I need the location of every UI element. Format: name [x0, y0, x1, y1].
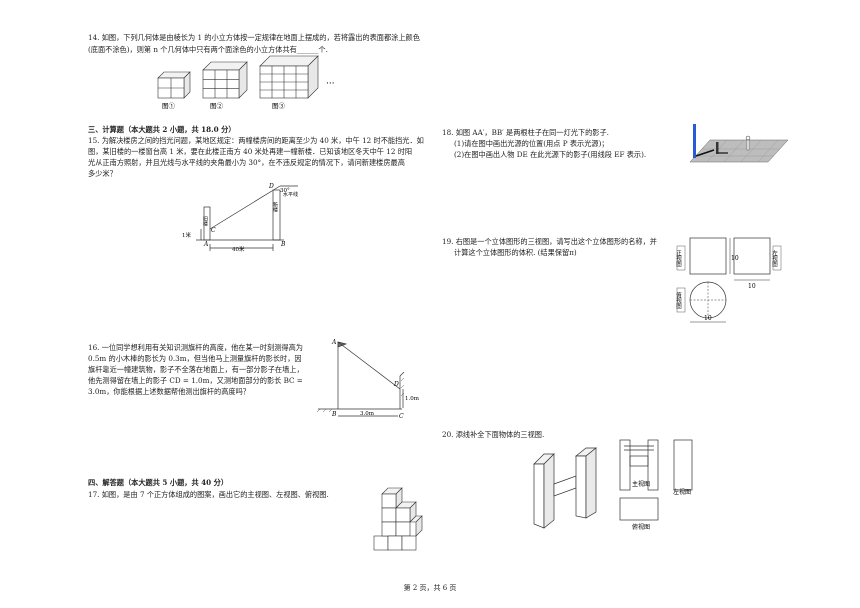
q14-figure: 图① 图② 图③ ··· [157, 55, 335, 110]
q15-figure: 旧楼 新楼 水平线 30° 40米 1米 A B C D [182, 183, 298, 253]
q15-point-c: C [211, 227, 216, 234]
q18-line3: (2)在图中画出人物 DE 在此光源下的影子(用线段 EF 表示). [454, 150, 647, 159]
q15-point-b: B [280, 241, 286, 248]
q16-figure: A B C D 1.0m 3.0m [316, 339, 420, 420]
q20-figure: 主视图 左视图 俯视图 [533, 439, 693, 531]
q16-point-b: B [331, 411, 337, 418]
section-4-title: 四、解答题（本大题共 5 小题，共 40 分） [88, 478, 229, 487]
q16-line3: 旗杆靠近一幢建筑物，影子不全落在地面上，有一部分影子在墙上， [88, 365, 304, 374]
q15-point-a: A [203, 241, 209, 248]
q16-line4: 他先测得留在墙上的影子 CD = 1.0m，又测地面部分的影长 BC = [88, 376, 303, 385]
q16-line5: 3.0m，你能根据上述数据帮他测出旗杆的高度吗？ [88, 387, 250, 396]
q19-front-view-label: 正视图 [675, 250, 682, 268]
q15-line2: 图，某旧楼的一楼窗台高 1 米，要在此楼正南方 40 米处再建一幢新楼．已知该地… [88, 147, 413, 156]
q15-angle: 30° [280, 188, 290, 194]
q16-point-c: C [399, 413, 404, 420]
q16-cd-length: 1.0m [405, 396, 420, 402]
q14-label-1: 图① [162, 102, 176, 110]
q19-dim-height: 10 [731, 255, 739, 262]
q17-figure [373, 487, 423, 551]
q15-new-building: 新楼 [272, 201, 278, 213]
q16-bc-length: 3.0m [360, 411, 375, 417]
q16-line1: 16. 一位同学想利用有关知识测旗杆的高度，他在某一时刻测得高为 [88, 343, 303, 352]
q14-label-2: 图② [210, 102, 224, 110]
q19-dim-side: 10 [748, 283, 756, 290]
q19-line2: 计算这个立体图形的体积. (结果保留π) [454, 248, 577, 257]
q15-old-building: 旧楼 [202, 215, 208, 227]
q19-top-view-label: 俯视图 [675, 291, 682, 310]
page-number: 第 2 页，共 6 页 [403, 584, 457, 592]
q17-line1: 17. 如图，是由 7 个正方体组成的图案，画出它的主视图、左视图、俯视图. [88, 490, 329, 499]
q18-figure [689, 124, 789, 163]
q16-point-d: D [393, 381, 399, 388]
q15-line1: 15. 为解决楼房之间的挡光问题，某地区规定：两幢楼房间的距离至少为 40 米，… [88, 136, 424, 145]
q19-figure: 正视图 左视图 俯视图 10 10 10 [675, 237, 782, 323]
q19-dim-diameter: 10 [704, 315, 712, 322]
q19-line1: 19. 右图是一个立体图形的三视图，请写出这个立体图形的名称，并 [442, 237, 657, 246]
q20-side-view-label: 左视图 [673, 488, 691, 496]
q15-line4: 多少米？ [88, 169, 117, 178]
q15-distance: 40米 [232, 245, 245, 253]
q18-line1: 18. 如图 AA′，BB′ 是两根柱子在同一灯光下的影子. [442, 128, 609, 137]
q15-point-d: D [268, 183, 274, 190]
q15-line3: 光从正南方照射，并且光线与水平线的夹角最小为 30°，在不违反规定的情况下，请问… [88, 158, 405, 167]
q18-line2: (1)请在图中画出光源的位置(用点 P 表示光源)； [454, 139, 609, 148]
q20-front-view-label: 主视图 [632, 480, 650, 488]
q14-ellipsis: ··· [326, 79, 335, 89]
q20-line1: 20. 添线补全下面物体的三视图. [442, 430, 545, 439]
q14-line2: (底面不涂色)，则第 n 个几何体中只有两个面涂色的小立方体共有______个. [88, 45, 328, 54]
q14-label-3: 图③ [272, 102, 286, 110]
section-3-title: 三、计算题（本大题共 2 小题，共 18.0 分） [88, 125, 236, 134]
q16-line2: 0.5m 的小木棒的影长为 0.3m，但当他马上测量旗杆的影长时，因 [88, 354, 302, 363]
q16-point-a: A [331, 339, 337, 346]
q14-line1: 14. 如图，下列几何体是由棱长为 1 的小立方体按一定规律在地面上摆成的，若将… [88, 33, 420, 42]
q19-side-view-label: 左视图 [771, 249, 778, 268]
q20-top-view-label: 俯视图 [632, 523, 650, 531]
q15-height: 1米 [182, 231, 191, 239]
q15-horizontal: 水平线 [283, 191, 298, 198]
